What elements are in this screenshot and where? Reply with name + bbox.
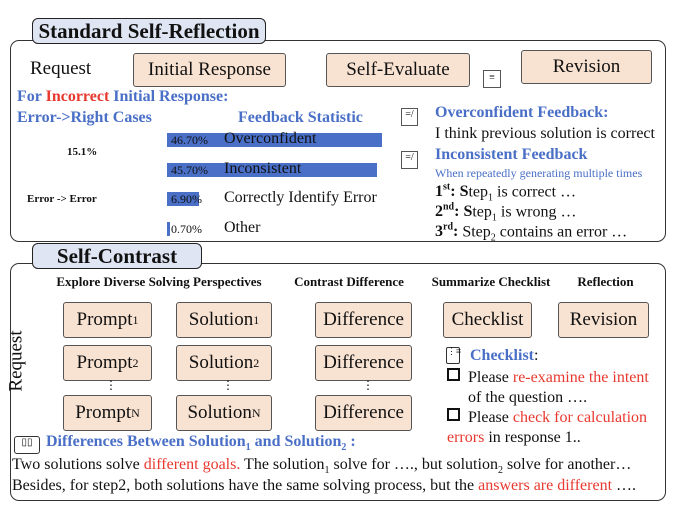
bar [167,221,171,236]
inconsistent-icon: =/ [401,151,418,169]
self-contrast-title: Self-Contrast [32,243,202,269]
pie-label-error: Error -> Error [27,193,97,205]
clipboard-icon: ⋮≡ [446,347,461,364]
inconsistent-title: Inconsistent Feedback [435,146,588,163]
pie-title: Error->Right Cases [17,109,152,126]
checklist-item-2: Please check for calculation errors in r… [447,408,648,446]
checkbox-icon [447,368,460,381]
header-reflection: Reflection [577,274,634,289]
compare-icon: ▯▯ [14,436,40,454]
bar [167,162,378,177]
overconfident-title: Overconfident Feedback: [435,104,609,121]
bar-value-label: 6.90% [171,192,202,206]
header-explore: Explore Diverse Solving Perspectives [56,274,262,289]
revision-box-top: Revision [521,50,652,84]
differences-title: Differences Between Solution1 and Soluti… [46,433,356,454]
dots-difference: ⋮ [362,378,374,392]
bar-category-label: Overconfident [224,130,317,147]
inconsistent-example: 3rd: Step2 contains an error … [435,222,628,244]
header-summarize: Summarize Checklist [431,274,551,289]
inconsistent-example: 1st: Step1 is correct … [435,182,577,204]
bar-category-label: Other [224,218,261,236]
overconfident-text: I think previous solution is correct [435,125,655,142]
bar-value-label: 46.70% [171,133,208,147]
difference-box: Difference [315,345,412,381]
bar-title: Feedback Statistic [238,109,363,126]
differences-line-2: Besides, for step2, both solutions have … [12,477,637,494]
standard-title: Standard Self-Reflection [32,18,266,44]
overconfident-icon: =/ [401,108,418,126]
bar [167,192,199,206]
self-evaluate-box: Self-Evaluate [326,53,470,87]
incorrect-subtitle: For Incorrect Initial Response: [17,88,229,105]
bar [167,133,382,147]
checklist-title: Checklist: [470,347,539,364]
inconsistent-example: 2nd: Step1 is wrong … [435,202,577,224]
dots-prompt: ⋮ [105,378,117,392]
revision-box-bottom: Revision [558,302,649,338]
difference-box: Difference [315,395,412,431]
feedback-note-icon: ≡ [483,70,501,88]
dots-solution: ⋮ [222,378,234,392]
request-vertical: Request [5,330,27,392]
checklist-box: Checklist [443,302,532,338]
header-contrast: Contrast Difference [294,274,404,289]
checkbox-icon [447,408,460,421]
bar-category-label: Inconsistent [224,159,302,177]
bar-value-label: 0.70% [171,221,202,236]
differences-line-1: Two solutions solve different goals. The… [12,456,632,477]
bar-category-label: Correctly Identify Error [224,189,377,206]
pie-label-right: 15.1% [67,146,98,158]
initial-response-box: Initial Response [133,53,286,87]
request-label: Request [30,58,92,79]
difference-box: Difference [315,302,412,338]
bar-value-label: 45.70% [171,162,208,177]
inconsistent-sub: When repeatedly generating multiple time… [435,166,643,180]
